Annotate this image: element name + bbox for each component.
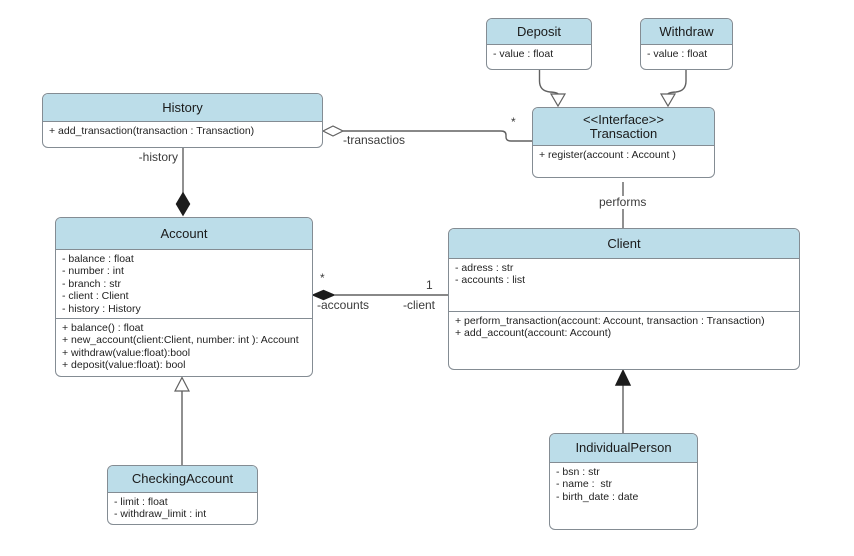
attribute-row: - name : str [556, 478, 613, 491]
attribute-row: - value : float [647, 48, 708, 60]
method-row: + new_account(client:Client, number: int… [62, 334, 299, 347]
filled-triangle-icon [614, 368, 632, 386]
class-deposit[interactable]: Deposit - value : float [486, 18, 592, 70]
edge-label-client-multiplicity: 1 [426, 278, 433, 292]
class-title: CheckingAccount [108, 466, 257, 493]
class-title: History [43, 94, 322, 122]
attribute-row: - adress : str [455, 262, 514, 274]
class-title: Account [56, 218, 312, 250]
edge-checking-account[interactable] [174, 376, 190, 466]
edge-withdraw-transaction[interactable] [659, 70, 687, 108]
edge-line[interactable] [667, 70, 687, 95]
class-stereotype: <<Interface>> [583, 111, 664, 127]
class-transaction[interactable]: <<Interface>> Transaction + register(acc… [532, 107, 715, 178]
attributes-section: - value : float [487, 45, 591, 60]
edge-label-accounts-multiplicity: * [320, 271, 325, 285]
attributes-section: - adress : str - accounts : list [449, 259, 799, 311]
hollow-triangle-icon [549, 93, 567, 108]
attribute-row: - branch : str [62, 277, 121, 290]
method-row: + balance() : float [62, 322, 144, 334]
method-row: + add_transaction(transaction : Transact… [49, 125, 255, 137]
edge-deposit-transaction[interactable] [538, 70, 567, 108]
attributes-section: - limit : float - withdraw_limit : int [108, 493, 257, 521]
attributes-section: - balance : float - number : int - branc… [56, 250, 312, 318]
hollow-triangle-icon [659, 93, 677, 108]
edge-history-account[interactable] [175, 148, 191, 217]
edge-label-accounts-role: -accounts [317, 298, 370, 312]
edge-line[interactable] [343, 130, 532, 142]
method-row: + add_account(account: Account) [455, 327, 612, 340]
method-row: + perform_transaction(account: Account, … [455, 315, 765, 327]
methods-section: + perform_transaction(account: Account, … [449, 311, 799, 369]
attribute-row: - withdraw_limit : int [114, 508, 207, 521]
edge-label-history-role: -history [138, 150, 178, 164]
class-account[interactable]: Account - balance : float - number : int… [55, 217, 313, 377]
composition-diamond-icon [175, 191, 191, 217]
attribute-row: - history : History [62, 302, 141, 315]
class-client[interactable]: Client - adress : str - accounts : list … [448, 228, 800, 370]
edge-label-transactions-multiplicity: * [511, 115, 516, 129]
class-title: <<Interface>> Transaction [533, 108, 714, 146]
attributes-section: - value : float [641, 45, 732, 60]
method-row: + withdraw(value:float):bool [62, 346, 191, 359]
edge-label-transactions-role: -transactios [343, 133, 406, 147]
methods-section: + add_transaction(transaction : Transact… [43, 122, 322, 137]
class-title: Withdraw [641, 19, 732, 45]
attribute-row: - client : Client [62, 290, 129, 303]
class-withdraw[interactable]: Withdraw - value : float [640, 18, 733, 70]
class-title: Deposit [487, 19, 591, 45]
edge-history-transaction[interactable] [321, 125, 532, 142]
edge-label-performs: performs [596, 196, 650, 209]
attribute-row: - limit : float [114, 496, 168, 508]
methods-section: + register(account : Account ) [533, 146, 714, 161]
edge-account-client[interactable] [311, 289, 448, 301]
attribute-row: - value : float [493, 48, 554, 60]
class-title: Client [449, 229, 799, 259]
attribute-row: - number : int [62, 265, 124, 278]
hollow-triangle-icon [174, 376, 190, 392]
class-individual-person[interactable]: IndividualPerson - bsn : str - name : st… [549, 433, 698, 530]
edge-line[interactable] [538, 70, 559, 95]
class-title-text: Transaction [589, 125, 658, 141]
attribute-row: - accounts : list [455, 274, 526, 287]
class-history[interactable]: History + add_transaction(transaction : … [42, 93, 323, 148]
method-row: + deposit(value:float): bool [62, 359, 186, 372]
class-checking-account[interactable]: CheckingAccount - limit : float - withdr… [107, 465, 258, 525]
aggregation-diamond-icon [321, 125, 345, 137]
attribute-row: - birth_date : date [556, 490, 639, 503]
attribute-row: - balance : float [62, 253, 134, 265]
class-title: IndividualPerson [550, 434, 697, 463]
methods-section: + balance() : float + new_account(client… [56, 318, 312, 376]
attribute-row: - bsn : str [556, 466, 600, 478]
edge-label-client-role: -client [403, 298, 436, 312]
method-row: + register(account : Account ) [539, 149, 676, 161]
edge-individual-client[interactable] [614, 368, 632, 434]
attributes-section: - bsn : str - name : str - birth_date : … [550, 463, 697, 503]
